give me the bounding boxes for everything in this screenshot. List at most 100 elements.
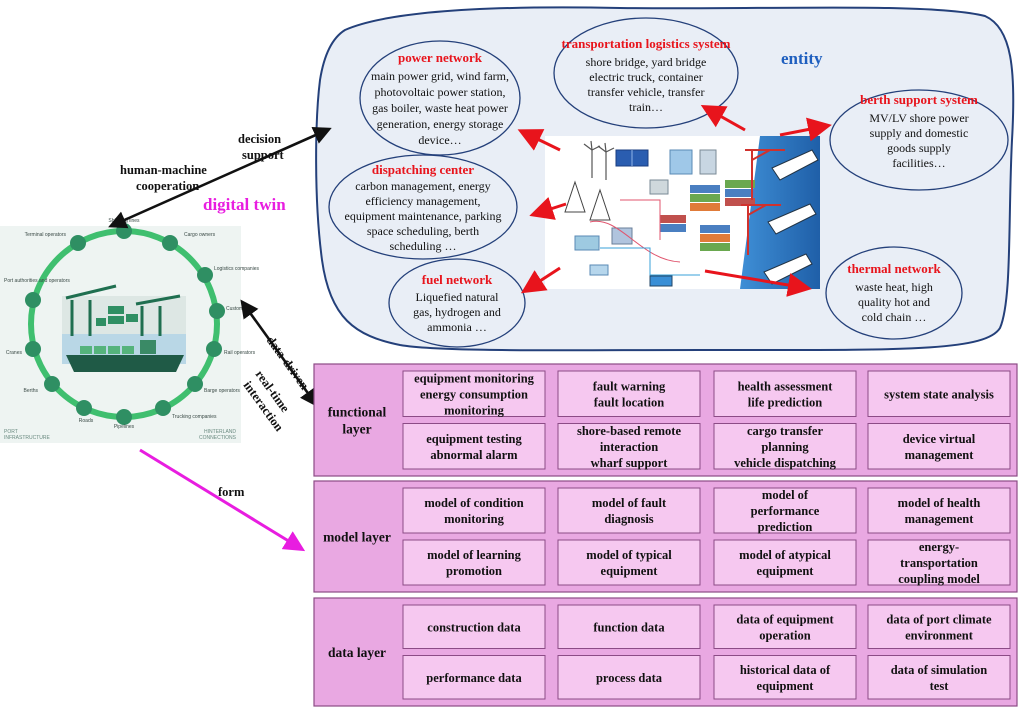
data-box-text: equipment <box>757 679 815 693</box>
functional-box-text: abnormal alarm <box>430 448 518 462</box>
data-layer-label: data layer <box>328 645 386 660</box>
functional-box <box>402 370 546 417</box>
ring-label: Roads <box>79 418 94 424</box>
functional-box-text: system state analysis <box>884 387 994 401</box>
functional-box <box>713 423 857 470</box>
data-box <box>402 604 546 649</box>
functional-box <box>557 370 701 417</box>
model-box-text: performance <box>751 504 820 518</box>
data-layer: data layer construction data function data… <box>313 597 1018 707</box>
functional-box-text: life prediction <box>748 395 822 409</box>
fuel-detail-line: gas, hydrogen and <box>413 305 501 319</box>
dispatch-detail-line: scheduling … <box>390 239 457 253</box>
power-detail-line: generation, energy storage <box>377 117 504 131</box>
model-box <box>402 487 546 534</box>
functional-box-text: interaction <box>600 440 658 454</box>
form-label: form <box>218 485 245 499</box>
model-box-text: promotion <box>446 564 502 578</box>
model-box-text: model of typical <box>586 548 672 562</box>
fuel-detail-line: Liquefied natural <box>416 290 500 304</box>
entity-arrows <box>517 105 832 297</box>
corner-left-label: INFRASTRUCTURE <box>4 435 50 441</box>
model-layer-label: model layer <box>323 530 391 545</box>
ring-label: Rail operators <box>224 350 256 356</box>
fuel-title: fuel network <box>422 272 493 287</box>
data-box <box>867 655 1011 700</box>
corner-left-label: PORT <box>4 429 18 435</box>
model-box-text: model of <box>762 488 809 502</box>
data-box-text: test <box>930 679 950 693</box>
thermal-detail-line: quality hot and <box>858 295 930 309</box>
berth-detail-line: goods supply <box>887 141 951 155</box>
functional-layer-label: functional <box>328 405 387 420</box>
model-box-text: transportation <box>900 556 978 570</box>
thermal-title: thermal network <box>847 261 941 276</box>
model-box <box>402 539 546 586</box>
functional-layer-label: layer <box>342 422 371 437</box>
data-box <box>557 604 701 649</box>
data-box <box>402 655 546 700</box>
data-box <box>557 655 701 700</box>
model-box-text: equipment <box>757 564 815 578</box>
model-box-text: model of fault <box>592 496 667 510</box>
dispatch-detail-line: space scheduling, berth <box>367 224 479 238</box>
data-box <box>867 604 1011 649</box>
model-box <box>713 539 857 586</box>
ring-label: Logistics companies <box>214 266 260 272</box>
entity-label: entity <box>781 49 823 68</box>
data-box-text: performance data <box>426 671 522 685</box>
ring-label: Trucking companies <box>172 414 217 420</box>
transport-detail-line: electric truck, container <box>589 70 703 84</box>
model-box-text: equipment <box>601 564 659 578</box>
transport-detail-line: shore bridge, yard bridge <box>586 55 707 69</box>
power-detail-line: main power grid, wind farm, <box>371 69 509 83</box>
data-box-text: construction data <box>427 620 521 634</box>
power-detail-line: device… <box>418 133 461 147</box>
model-box-text: model of condition <box>424 496 523 510</box>
power-detail-line: gas boiler, waste heat power <box>372 101 508 115</box>
berth-detail-line: supply and domestic <box>870 126 969 140</box>
power-network-node <box>359 40 521 156</box>
ring-label: Pipelines <box>114 424 135 430</box>
functional-box-text: fault warning <box>593 379 666 393</box>
model-box-text: coupling model <box>898 572 980 586</box>
functional-box <box>867 423 1011 470</box>
data-box-text: operation <box>759 628 810 642</box>
functional-box <box>713 370 857 417</box>
ring-label: Cranes <box>6 350 23 356</box>
ring-label: Port authorities and operators <box>4 278 70 284</box>
entity-node-texts: power network main power grid, wind farm,… <box>345 36 979 334</box>
dispatch-detail-line: efficiency management, <box>365 194 480 208</box>
human-machine-label: human-machine <box>120 163 207 177</box>
energy-port-illustration <box>545 136 820 289</box>
functional-box-text: equipment testing <box>426 432 522 446</box>
model-box <box>713 487 857 534</box>
data-box-text: function data <box>593 620 665 634</box>
dispatch-title: dispatching center <box>372 162 474 177</box>
functional-box-text: management <box>905 448 975 462</box>
fuel-detail-line: ammonia … <box>427 320 487 334</box>
decision-support-label: support <box>242 148 285 162</box>
functional-box-text: wharf support <box>591 456 669 470</box>
transport-detail-line: train… <box>629 100 663 114</box>
functional-box-text: shore-based remote <box>577 424 681 438</box>
functional-box <box>402 423 546 470</box>
thermal-network-node <box>825 246 963 340</box>
model-box-text: energy- <box>919 540 959 554</box>
power-title: power network <box>398 50 483 65</box>
model-box-text: model of learning <box>427 548 521 562</box>
model-box <box>867 539 1011 586</box>
thermal-detail-line: waste heat, high <box>855 280 933 294</box>
decision-support-arrow <box>108 126 332 229</box>
transportation-logistics-node <box>553 17 739 129</box>
functional-box-text: vehicle dispatching <box>734 456 836 470</box>
transport-title: transportation logistics system <box>562 36 731 51</box>
data-box-text: data of equipment <box>736 612 834 626</box>
ring-label: Customs <box>226 306 246 312</box>
functional-box-text: energy consumption <box>420 387 528 401</box>
ring-label: Terminal operators <box>25 232 67 238</box>
decision-support-label: decision <box>238 132 281 146</box>
